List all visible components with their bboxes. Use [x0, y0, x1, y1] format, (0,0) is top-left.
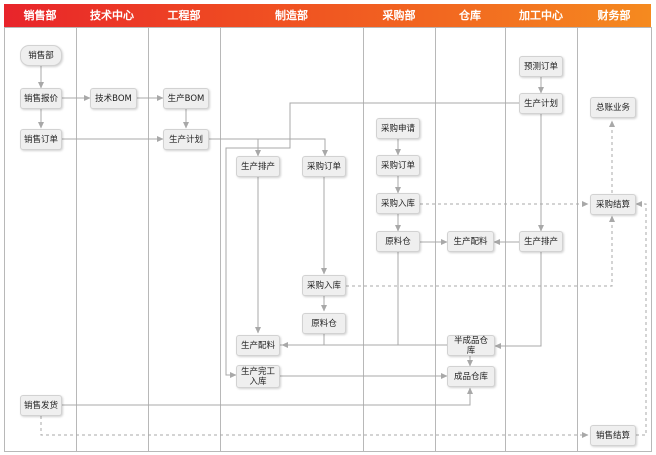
node-purchase-order: 采购订单: [376, 155, 420, 176]
node-raw-material-warehouse: 原料仓: [376, 231, 420, 252]
node-sales-dept: 销售部: [20, 45, 62, 66]
column-divider: [220, 27, 221, 451]
node-tech-bom: 技术BOM: [90, 88, 137, 109]
node-purchase-request: 采购申请: [376, 118, 420, 139]
node-mfg-purchase-order: 采购订单: [302, 156, 346, 177]
column-header-purchasing: 采购部: [382, 9, 416, 22]
header-bar: [4, 4, 651, 27]
node-production-scheduling: 生产排产: [236, 156, 280, 177]
column-divider: [148, 27, 149, 451]
column-divider: [435, 27, 436, 451]
column-header-tech-center: 技术中心: [90, 9, 134, 22]
column-header-processing-center: 加工中心: [519, 9, 563, 22]
column-header-engineering: 工程部: [167, 9, 201, 22]
node-warehouse-material-issue: 生产配料: [447, 231, 494, 252]
node-sales-settlement: 销售结算: [590, 425, 636, 446]
node-sales-shipment: 销售发货: [20, 395, 62, 416]
column-divider: [505, 27, 506, 451]
node-general-ledger: 总账业务: [590, 97, 636, 118]
column-header-finance: 财务部: [597, 9, 631, 22]
node-production-bom: 生产BOM: [163, 88, 209, 109]
column-header-warehouse: 仓库: [459, 9, 481, 22]
node-pc-production-scheduling: 生产排产: [519, 231, 563, 252]
node-production-completion-receipt: 生产完工入库: [236, 365, 280, 388]
column-header-manufacturing: 制造部: [275, 9, 308, 22]
column-header-sales: 销售部: [23, 9, 57, 22]
node-forecast-order: 预测订单: [519, 56, 563, 77]
node-purchase-settlement: 采购结算: [590, 194, 636, 215]
node-production-plan: 生产计划: [163, 129, 209, 150]
node-mfg-material-issue: 生产配料: [236, 335, 280, 356]
node-semi-finished-warehouse: 半成品仓库: [447, 335, 495, 356]
node-pc-production-plan: 生产计划: [519, 93, 563, 114]
node-purchase-receipt: 采购入库: [376, 193, 420, 214]
column-divider: [363, 27, 364, 451]
column-divider: [577, 27, 578, 451]
node-mfg-raw-material-warehouse: 原料仓: [302, 313, 346, 334]
column-divider: [76, 27, 77, 451]
node-finished-goods-warehouse: 成品仓库: [447, 366, 495, 387]
diagram-frame: [4, 27, 652, 452]
node-sales-order: 销售订单: [20, 129, 62, 150]
node-mfg-purchase-receipt: 采购入库: [302, 275, 346, 296]
node-sales-quote: 销售报价: [20, 88, 62, 109]
